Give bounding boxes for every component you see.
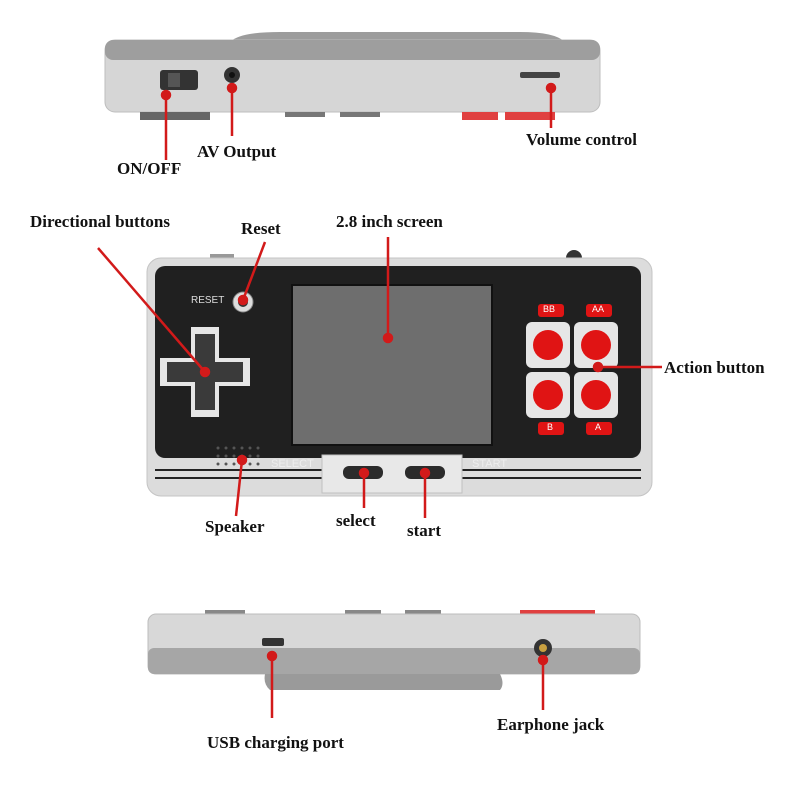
- bottom-view: [147, 610, 641, 690]
- label-earphone-jack: Earphone jack: [497, 715, 605, 734]
- device-aa-print: AA: [592, 304, 605, 314]
- label-action-button: Action button: [664, 358, 765, 377]
- top-view: [104, 32, 601, 120]
- label-speaker: Speaker: [205, 517, 265, 536]
- device-b-print: B: [547, 422, 554, 432]
- device-bb-print: BB: [543, 304, 556, 314]
- label-screen: 2.8 inch screen: [336, 212, 443, 231]
- label-select: select: [336, 511, 376, 530]
- device-select-print: SELECT: [271, 458, 314, 470]
- volume-wheel: [520, 72, 560, 78]
- label-volume-control: Volume control: [526, 130, 637, 149]
- screen: [291, 284, 493, 446]
- label-av-output: AV Output: [197, 142, 277, 161]
- front-view: [146, 250, 653, 497]
- device-a-print: A: [595, 422, 602, 432]
- usb-port: [262, 638, 284, 646]
- action-buttons: [526, 304, 618, 435]
- device-start-print: START: [472, 458, 508, 470]
- device-reset-print: RESET: [191, 295, 225, 306]
- label-on-off: ON/OFF: [117, 159, 182, 178]
- label-usb-port: USB charging port: [207, 733, 344, 752]
- label-reset: Reset: [241, 219, 281, 238]
- label-directional-buttons: Directional buttons: [30, 212, 170, 231]
- label-start: start: [407, 521, 441, 540]
